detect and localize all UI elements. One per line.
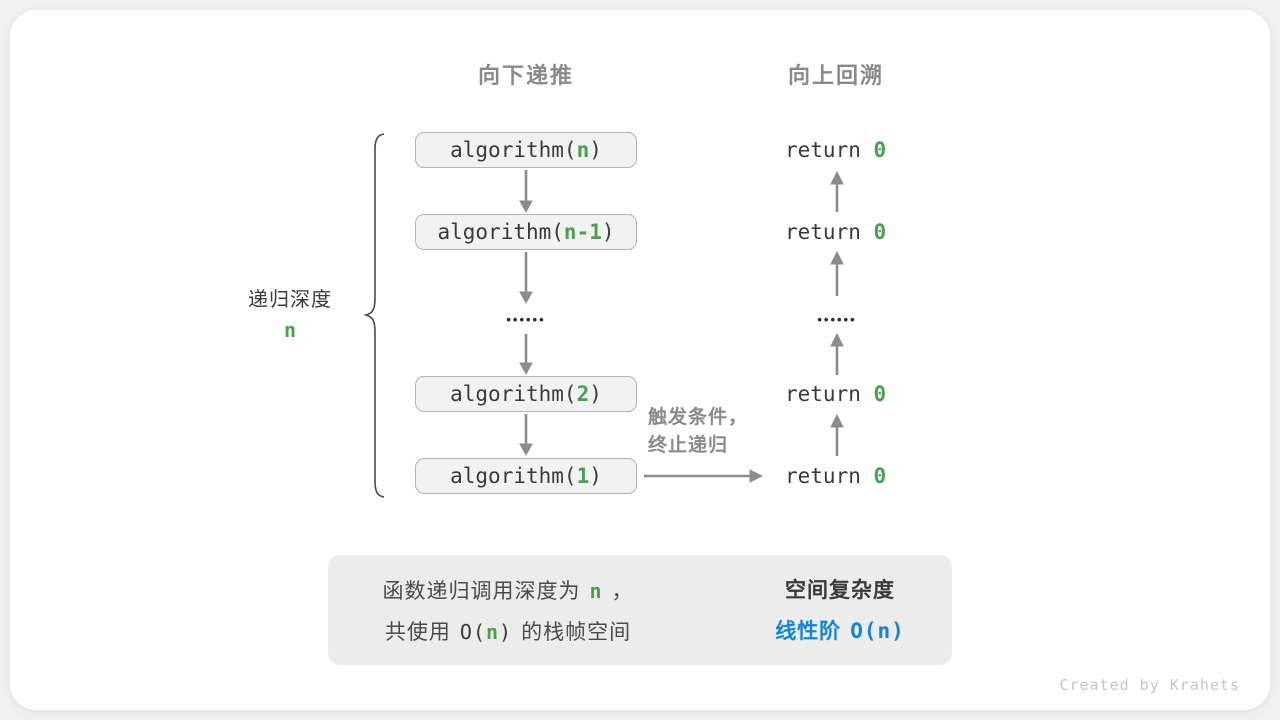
summary-text: ， bbox=[611, 580, 634, 603]
code-text: ) bbox=[891, 619, 905, 643]
depth-variable: n bbox=[283, 318, 297, 342]
summary-line2: 共使用 O(n) 的栈帧空间 bbox=[340, 612, 676, 653]
return-value: 0 bbox=[873, 464, 887, 488]
code-text: O( bbox=[850, 619, 878, 643]
return-code: return 0 bbox=[785, 464, 886, 488]
result-label: 线性阶 bbox=[775, 620, 842, 643]
summary-text: 的栈帧空间 bbox=[521, 621, 632, 644]
code-text: ) bbox=[589, 382, 602, 406]
returns-ellipsis: •••••• bbox=[817, 312, 857, 327]
terminate-note: 触发条件， 终止递归 bbox=[648, 404, 768, 460]
stack-frame-n-1: algorithm(n-1) bbox=[415, 214, 637, 250]
terminate-note-line2: 终止递归 bbox=[648, 435, 729, 456]
return-code: return 0 bbox=[785, 138, 886, 162]
summary-result-value: 线性阶 O(n) bbox=[744, 611, 936, 652]
summary-box bbox=[328, 555, 952, 665]
stack-frame-1: algorithm(1) bbox=[415, 458, 637, 494]
stack-frame-n: algorithm(n) bbox=[415, 132, 637, 168]
code-arg: 2 bbox=[576, 382, 590, 406]
depth-label: 递归深度 bbox=[248, 289, 332, 311]
summary-var: n bbox=[589, 579, 603, 603]
stack-frame-code: algorithm(1) bbox=[450, 464, 602, 488]
return-keyword: return bbox=[785, 220, 874, 244]
summary-line1: 函数递归调用深度为 n ， bbox=[340, 571, 676, 612]
return-keyword: return bbox=[785, 138, 874, 162]
result-complexity-code: O(n) bbox=[850, 619, 905, 643]
code-text: algorithm( bbox=[450, 464, 577, 488]
return-keyword: return bbox=[785, 464, 874, 488]
summary-text: 共使用 bbox=[384, 621, 451, 644]
stack-frame-code: algorithm(n-1) bbox=[437, 220, 614, 244]
code-var: n bbox=[877, 619, 892, 643]
return-code: return 0 bbox=[785, 382, 886, 406]
code-text: ) bbox=[499, 620, 513, 644]
stack-frame-2: algorithm(2) bbox=[415, 376, 637, 412]
code-text: ) bbox=[601, 220, 615, 244]
summary-result: 空间复杂度 线性阶 O(n) bbox=[744, 571, 936, 652]
code-text: algorithm( bbox=[450, 138, 577, 162]
code-text: ) bbox=[589, 138, 602, 162]
return-statement-1: return 0 bbox=[785, 132, 895, 168]
return-statement-4: return 0 bbox=[785, 458, 895, 494]
header-upward-backtrack: 向上回溯 bbox=[787, 63, 884, 88]
terminate-note-line1: 触发条件， bbox=[648, 407, 749, 428]
stack-ellipsis: •••••• bbox=[506, 312, 546, 327]
summary-result-title: 空间复杂度 bbox=[785, 579, 895, 602]
code-arg: n-1 bbox=[563, 220, 602, 244]
summary-complexity-code: O(n) bbox=[460, 620, 512, 644]
code-text: algorithm( bbox=[450, 382, 577, 406]
code-arg: 1 bbox=[576, 464, 590, 488]
return-statement-2: return 0 bbox=[785, 214, 895, 250]
code-arg: n bbox=[576, 138, 590, 162]
return-code: return 0 bbox=[785, 220, 886, 244]
return-keyword: return bbox=[785, 382, 874, 406]
code-text: O( bbox=[459, 620, 486, 644]
credit-text: Created by Krahets bbox=[1059, 676, 1240, 694]
return-value: 0 bbox=[873, 382, 887, 406]
code-var: n bbox=[486, 620, 500, 644]
summary-text: 函数递归调用深度为 bbox=[382, 580, 581, 603]
return-statement-3: return 0 bbox=[785, 376, 895, 412]
return-value: 0 bbox=[873, 220, 887, 244]
return-value: 0 bbox=[873, 138, 887, 162]
code-text: ) bbox=[589, 464, 602, 488]
stack-frame-code: algorithm(n) bbox=[450, 138, 602, 162]
code-text: algorithm( bbox=[437, 220, 564, 244]
stack-frame-code: algorithm(2) bbox=[450, 382, 602, 406]
header-downward-recursion: 向下递推 bbox=[477, 63, 574, 88]
